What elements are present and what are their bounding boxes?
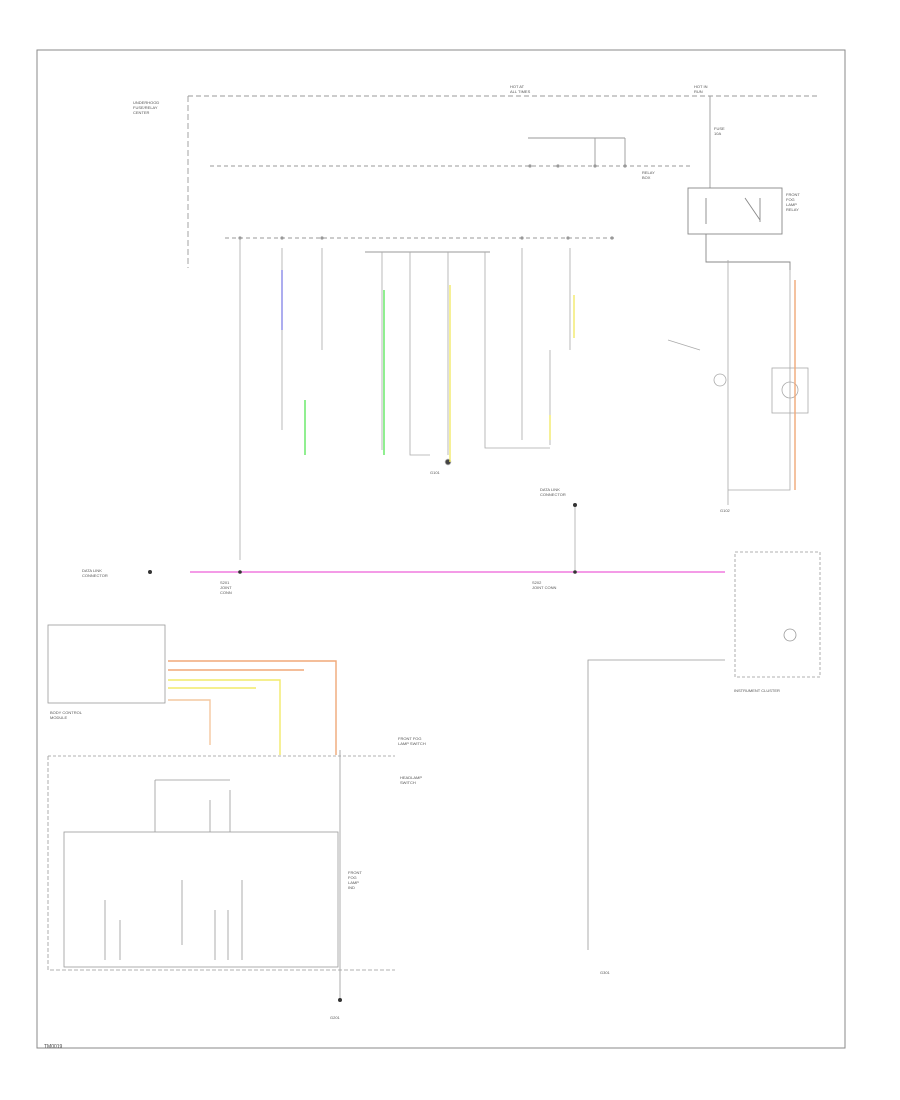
label-fog-switch: FRONT FOG LAMP SWITCH [398,736,426,746]
label-splice-left: S201 JOINT CONN [220,580,232,595]
wire-yellow-bus [168,679,281,755]
label-fuse-10a: FUSE 10A [714,126,725,136]
colored-wires [168,270,796,755]
label-body-control: BODY CONTROL MODULE [50,710,82,720]
lamp-circuits [239,238,809,570]
fuse-connectors [238,164,627,240]
label-top-left-fuse: UNDERHOOD FUSE/RELAY CENTER [133,100,160,115]
instrument-cluster-box [587,551,821,950]
label-data-link-left: DATA LINK CONNECTOR [82,568,108,578]
headlamp-switch-panel [47,624,395,1000]
label-ground-g4: G301 [600,970,610,975]
label-hot-at-all-times: HOT AT ALL TIMES [510,84,531,94]
power-bus [187,95,820,268]
label-headlamp-switch: HEADLAMP SWITCH [400,775,423,785]
wire-orange-bus [168,660,337,755]
label-hot-in-run: HOT IN RUN [694,84,708,94]
label-relay-box: RELAY BOX [642,170,655,180]
label-instrument-cluster: INSTRUMENT CLUSTER [734,688,780,693]
label-data-link-center: DATA LINK CONNECTOR [540,487,566,497]
label-ground-g3: G201 [330,1015,340,1020]
label-fog-relay: FRONT FOG LAMP RELAY [786,192,800,212]
wire-light-orange-bus [168,699,211,745]
diagram-code: TM0019 [44,1044,63,1050]
fog-lamp-relay [687,187,791,270]
label-indicator: FRONT FOG LAMP IND [348,870,362,890]
label-ground-g1: G101 [430,470,440,475]
label-splice-center: S202 JOINT CONN [532,580,557,590]
wire-yellow-right [549,295,575,440]
label-ground-g2: G102 [720,508,730,513]
diagram-frame [36,49,846,1049]
connection-points [148,503,577,1002]
